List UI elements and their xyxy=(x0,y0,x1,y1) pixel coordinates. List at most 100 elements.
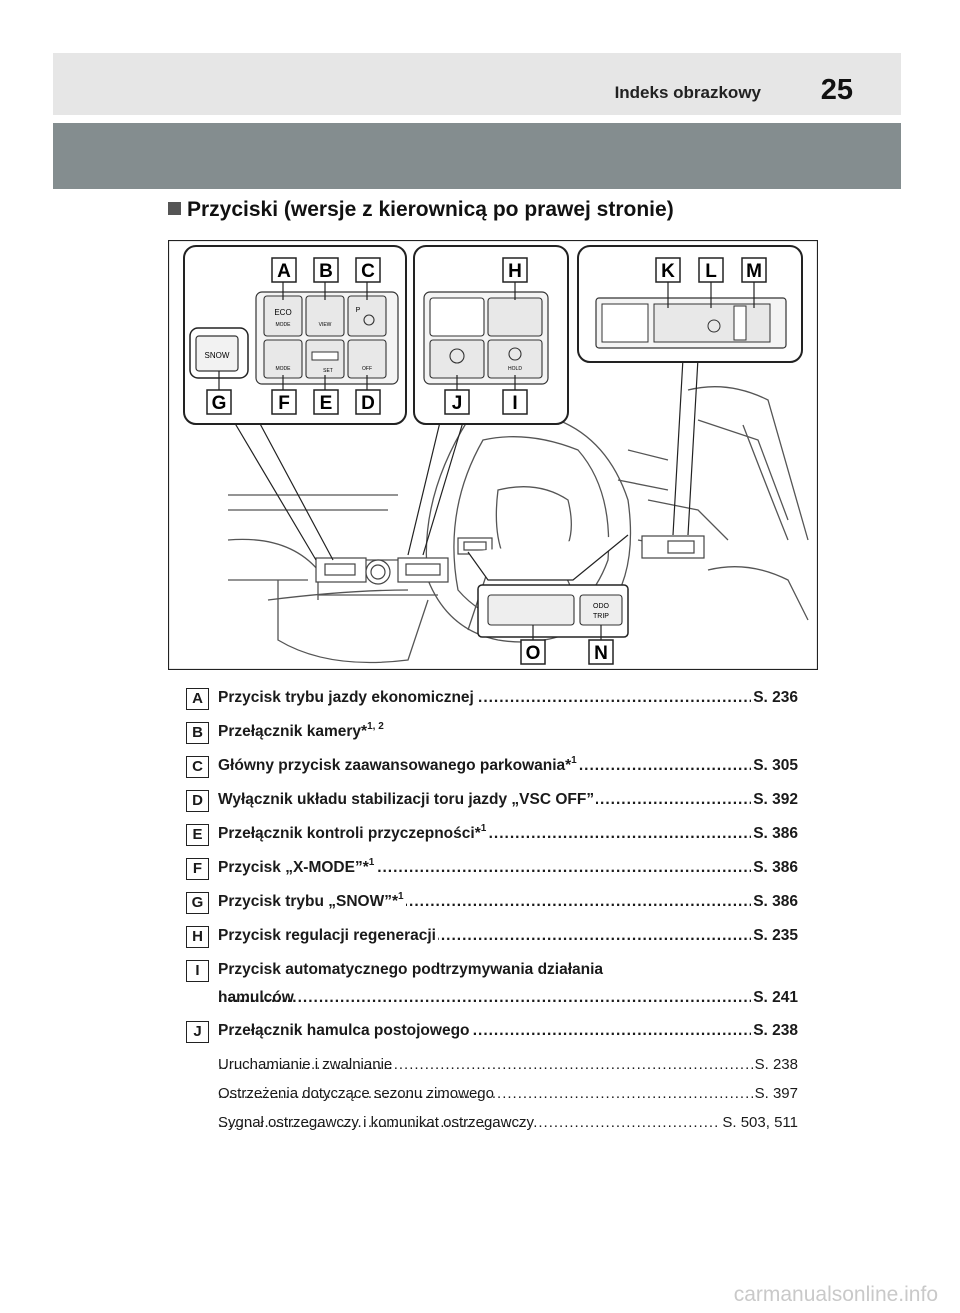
entry-letter: H xyxy=(186,926,209,948)
page-ref[interactable]: S. 238 xyxy=(752,1055,798,1075)
svg-text:N: N xyxy=(594,643,608,664)
entry-letter: B xyxy=(186,722,209,744)
page-ref[interactable]: S. 397 xyxy=(752,1084,798,1104)
entry-label: Przełącznik kamery* xyxy=(218,723,368,740)
entry-letter: D xyxy=(186,790,209,812)
svg-text:C: C xyxy=(361,261,375,282)
svg-text:HOLD: HOLD xyxy=(508,366,522,372)
entry-letter: G xyxy=(186,892,209,914)
index-entry-d: D ......................................… xyxy=(168,790,798,824)
sub-entry: ........................................… xyxy=(218,1055,798,1075)
footnote-mark: 1 xyxy=(571,756,577,766)
page-ref[interactable]: S. 305 xyxy=(751,756,798,776)
callout-letter-boxes: A B C D E F G H I J K L M N O xyxy=(206,257,767,665)
panel-right-callout xyxy=(577,245,803,363)
page-ref[interactable]: S. 238 xyxy=(751,1021,798,1041)
entry-label: Przycisk „X-MODE”* xyxy=(218,859,369,876)
svg-text:B: B xyxy=(319,261,333,282)
sub-entry: ........................................… xyxy=(218,1084,798,1104)
index-entry-h: H ......................................… xyxy=(168,926,798,960)
entry-label: Przycisk regulacji regeneracji xyxy=(218,927,438,944)
svg-text:VIEW: VIEW xyxy=(319,322,332,328)
entry-label: Przełącznik hamulca postojowego xyxy=(218,1022,472,1039)
panel-bottom-callout: ODO TRIP xyxy=(477,584,629,640)
sub-entry-label: Ostrzeżenia dotyczące sezonu zimowego xyxy=(218,1085,494,1102)
callout-M: M xyxy=(741,257,767,283)
page-header: Indeks obrazkowy 25 xyxy=(53,53,901,115)
sub-entry-label: Sygnał ostrzegawczy i komunikat ostrzega… xyxy=(218,1114,534,1131)
callout-H: H xyxy=(502,257,528,283)
svg-text:MODE: MODE xyxy=(276,322,292,328)
page-ref[interactable]: S. 241 xyxy=(751,988,798,1008)
entry-letter: F xyxy=(186,858,209,880)
svg-text:ODO: ODO xyxy=(593,603,610,610)
callout-O: O xyxy=(520,639,546,665)
svg-text:SET: SET xyxy=(323,368,333,374)
footnote-mark: 1 xyxy=(368,858,375,868)
svg-text:J: J xyxy=(452,393,463,414)
svg-text:TRIP: TRIP xyxy=(593,613,609,620)
callout-G: G xyxy=(206,389,232,415)
footnote-mark: 1 xyxy=(480,824,487,834)
dashboard-illustration: SNOW ECO MODE VIEW P MODE SET OFF HOLD xyxy=(168,240,818,670)
svg-text:E: E xyxy=(320,393,333,414)
callout-B: B xyxy=(313,257,339,283)
index-entry-c: C ......................................… xyxy=(168,756,798,790)
index-entry-a: A ......................................… xyxy=(168,688,798,722)
bullet-square-icon xyxy=(168,202,181,215)
header-band xyxy=(53,123,901,189)
svg-text:MODE: MODE xyxy=(276,366,292,372)
callout-I: I xyxy=(502,389,528,415)
svg-text:ECO: ECO xyxy=(274,308,291,317)
page-ref[interactable]: S. 386 xyxy=(751,892,798,912)
entry-letter: E xyxy=(186,824,209,846)
entry-label-continued: hamulców xyxy=(218,989,294,1006)
page-ref[interactable]: S. 386 xyxy=(751,824,798,844)
sub-entry-label: Uruchamianie i zwalnianie xyxy=(218,1056,393,1073)
index-entry-j: J ......................................… xyxy=(168,1021,798,1055)
svg-text:P: P xyxy=(356,307,361,314)
entry-letter: J xyxy=(186,1021,209,1043)
svg-text:H: H xyxy=(508,261,522,282)
callout-D: D xyxy=(355,389,381,415)
callout-L: L xyxy=(698,257,724,283)
page-ref[interactable]: S. 236 xyxy=(751,688,798,708)
page-ref[interactable]: S. 503, 511 xyxy=(720,1113,798,1133)
svg-text:G: G xyxy=(212,393,227,414)
page-ref[interactable]: S. 235 xyxy=(751,926,798,946)
svg-text:I: I xyxy=(512,393,517,414)
svg-text:F: F xyxy=(278,393,290,414)
index-entry-g: G ......................................… xyxy=(168,892,798,926)
index-entry-e: E ......................................… xyxy=(168,824,798,858)
footnote-mark: 1, 2 xyxy=(367,722,384,732)
callout-F: F xyxy=(271,389,297,415)
index-entry-b: B Przełącznik kamery*1, 2 xyxy=(168,722,798,756)
heading-text: Przyciski (wersje z kierownicą po prawej… xyxy=(187,198,674,221)
entry-label: Przełącznik kontroli przyczepności* xyxy=(218,825,481,842)
entry-label: Przycisk trybu jazdy ekonomicznej xyxy=(218,689,476,706)
callout-K: K xyxy=(655,257,681,283)
center-console xyxy=(315,535,705,585)
page-ref[interactable]: S. 392 xyxy=(751,790,798,810)
svg-text:O: O xyxy=(526,643,541,664)
picture-index-list: A ......................................… xyxy=(168,688,798,1142)
watermark: carmanualsonline.info xyxy=(733,1283,938,1306)
callout-J: J xyxy=(444,389,470,415)
entry-label: Wyłącznik układu stabilizacji toru jazdy… xyxy=(218,791,597,808)
svg-text:OFF: OFF xyxy=(362,366,372,372)
entry-letter: C xyxy=(186,756,209,778)
footnote-mark: 1 xyxy=(398,892,404,902)
entry-label: Przycisk automatycznego podtrzymywania d… xyxy=(218,961,606,978)
panel-left-callout: SNOW ECO MODE VIEW P MODE SET OFF xyxy=(183,245,407,425)
index-entry-f: F ......................................… xyxy=(168,858,798,892)
section-title: Indeks obrazkowy xyxy=(614,83,761,102)
callout-C: C xyxy=(355,257,381,283)
sub-entry: ........................................… xyxy=(218,1113,798,1133)
callout-E: E xyxy=(313,389,339,415)
section-heading: Przyciski (wersje z kierownicą po prawej… xyxy=(168,198,674,222)
callout-N: N xyxy=(588,639,614,665)
page-ref[interactable]: S. 386 xyxy=(751,858,798,878)
entry-label: Przycisk trybu „SNOW”* xyxy=(218,893,399,910)
svg-text:SNOW: SNOW xyxy=(205,351,230,360)
entry-label: Główny przycisk zaawansowanego parkowani… xyxy=(218,757,572,774)
